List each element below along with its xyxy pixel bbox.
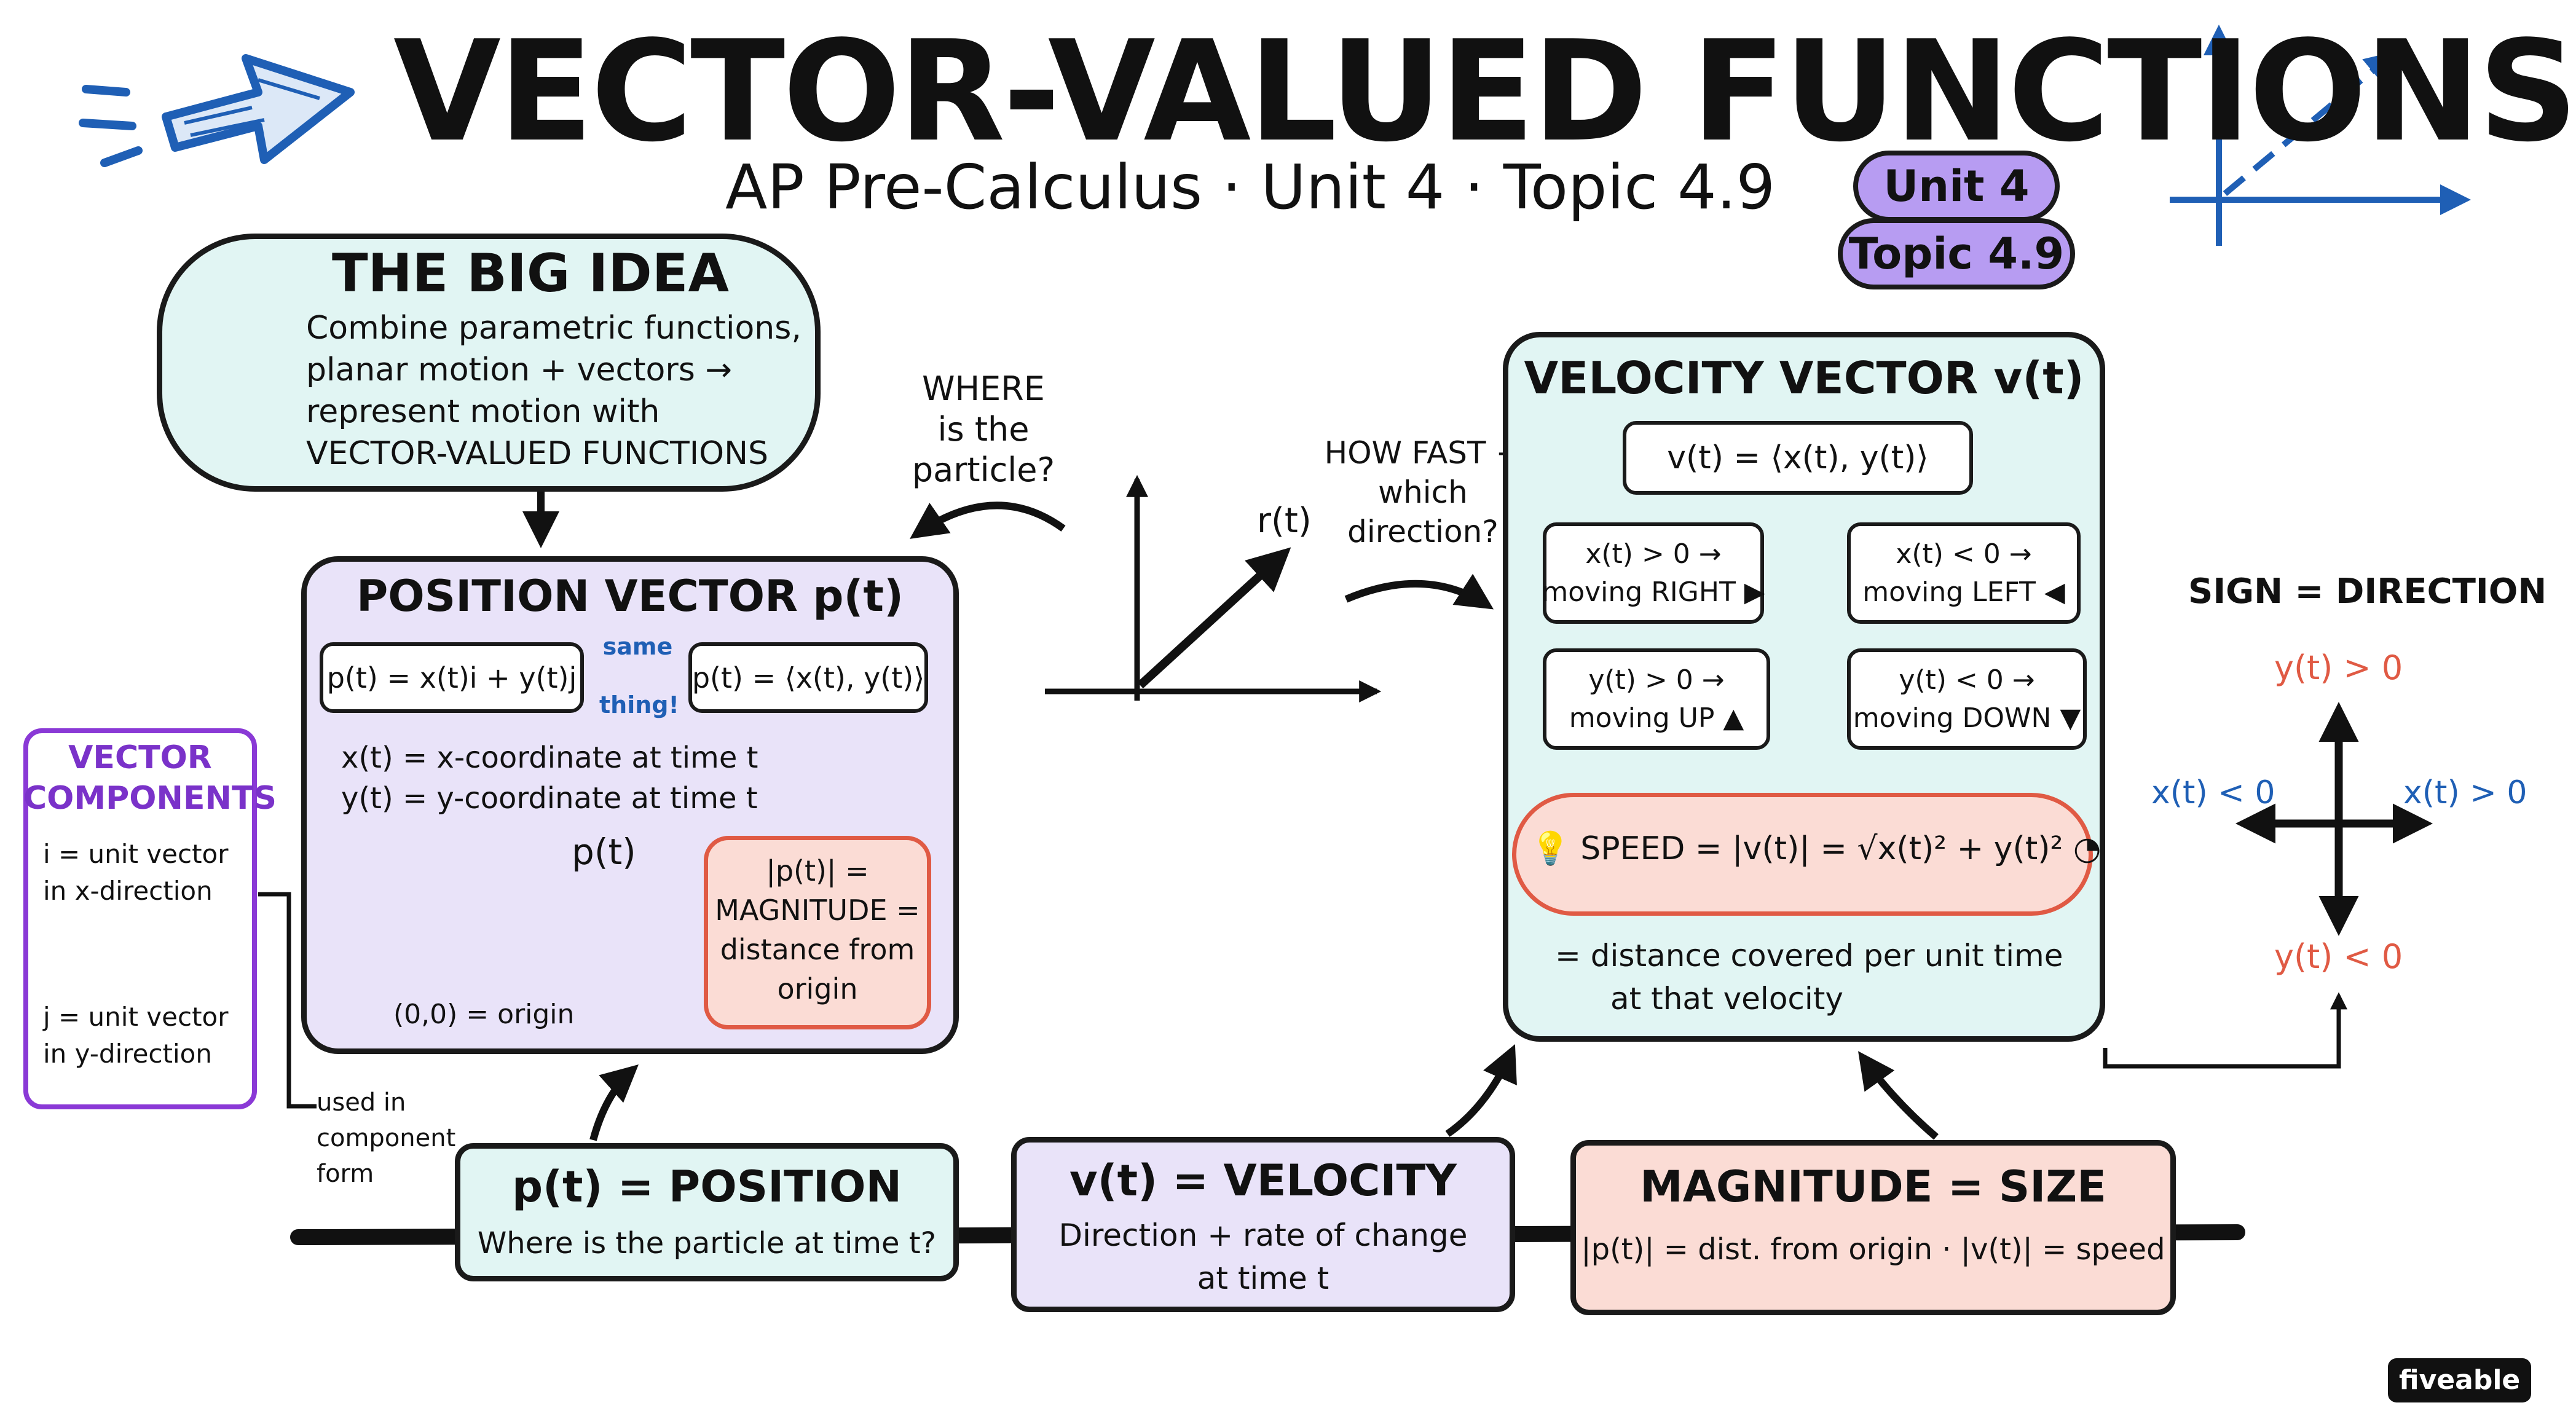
page-title: VECTOR-VALUED FUNCTIONS (393, 11, 2576, 173)
same-label: same (602, 633, 673, 660)
axes-vector-icon (2170, 25, 2471, 246)
position-graph-label: p(t) (572, 831, 636, 873)
velocity-formula: v(t) = ⟨x(t), y(t)⟩ (1623, 421, 1973, 495)
magnitude-note (704, 836, 931, 1029)
position-summary-title: p(t) = POSITION (511, 1162, 902, 1212)
sign-down-label: y(t) < 0 (2274, 937, 2403, 976)
speed-note: = distance covered per unit time at that… (1555, 938, 2063, 1017)
moving-left-box: x(t) < 0 → moving LEFT ◀ (1847, 522, 2081, 624)
big-idea-text: Combine parametric functions, planar mot… (306, 310, 802, 472)
magnitude-summary-box (1570, 1140, 2176, 1315)
how-fast-note: HOW FAST + which direction? (1324, 435, 1522, 549)
origin-label: (0,0) = origin (393, 999, 575, 1030)
direction-cross (2235, 702, 2433, 936)
speed-formula: 💡 SPEED = |v(t)| = √x(t)² + y(t)² ◔ (1530, 830, 2101, 867)
components-heading: VECTOR COMPONENTS (23, 739, 277, 817)
unit-vector-j: j = unit vector in y-direction (43, 1002, 229, 1069)
thing-label: thing! (599, 691, 679, 718)
velocity-summary-box (1011, 1137, 1515, 1312)
center-graph-label: r(t) (1257, 501, 1312, 541)
magnitude-note-text: |p(t)| = MAGNITUDE = distance from origi… (715, 854, 920, 1005)
position-heading: POSITION VECTOR p(t) (356, 571, 904, 621)
magnitude-summary-desc: |p(t)| = dist. from origin · |v(t)| = sp… (1581, 1232, 2165, 1267)
magnitude-summary-title: MAGNITUDE = SIZE (1640, 1162, 2106, 1212)
topic-badge: Topic 4.9 (1838, 218, 2075, 289)
velocity-summary-title: v(t) = VELOCITY (1069, 1155, 1457, 1206)
sign-left-label: x(t) < 0 (2151, 774, 2275, 811)
lightbulb-icon: 💡 (1530, 830, 1570, 867)
position-form-bracket: p(t) = ⟨x(t), y(t)⟩ (688, 642, 928, 713)
pointer-arrow-icon (79, 54, 355, 167)
fiveable-logo: fiveable (2388, 1358, 2532, 1402)
unit-badge: Unit 4 (1853, 151, 2060, 222)
velocity-summary-desc: Direction + rate of change at time t (1058, 1217, 1468, 1296)
position-definitions: x(t) = x-coordinate at time t y(t) = y-c… (341, 741, 758, 816)
unit-vector-i: i = unit vector in x-direction (43, 839, 229, 906)
position-form-ijk: p(t) = x(t)i + y(t)j (320, 642, 584, 713)
position-summary-desc: Where is the particle at time t? (477, 1226, 937, 1261)
position-summary-box (455, 1143, 959, 1281)
velocity-heading: VELOCITY VECTOR v(t) (1524, 352, 2084, 404)
center-graph (1045, 474, 1382, 702)
where-note: WHERE is the particle? (912, 369, 1055, 489)
sign-right-label: x(t) > 0 (2403, 774, 2527, 811)
moving-down-box: y(t) < 0 → moving DOWN ▼ (1847, 648, 2087, 750)
big-idea-heading: THE BIG IDEA (332, 243, 730, 304)
moving-up-box: y(t) > 0 → moving UP ▲ (1543, 648, 1770, 750)
used-in-component-form: used in component form (317, 1088, 456, 1188)
big-idea-cloud (157, 234, 821, 492)
speed-cloud (1512, 793, 2093, 916)
vector-components-box (23, 728, 257, 1109)
page-subtitle: AP Pre-Calculus · Unit 4 · Topic 4.9 (725, 151, 1776, 223)
moving-right-box: x(t) > 0 → moving RIGHT ▶ (1542, 522, 1765, 624)
sign-heading: SIGN = DIRECTION (2188, 572, 2547, 612)
speedometer-icon: ◔ (2073, 830, 2101, 867)
sign-up-label: y(t) > 0 (2274, 648, 2403, 687)
